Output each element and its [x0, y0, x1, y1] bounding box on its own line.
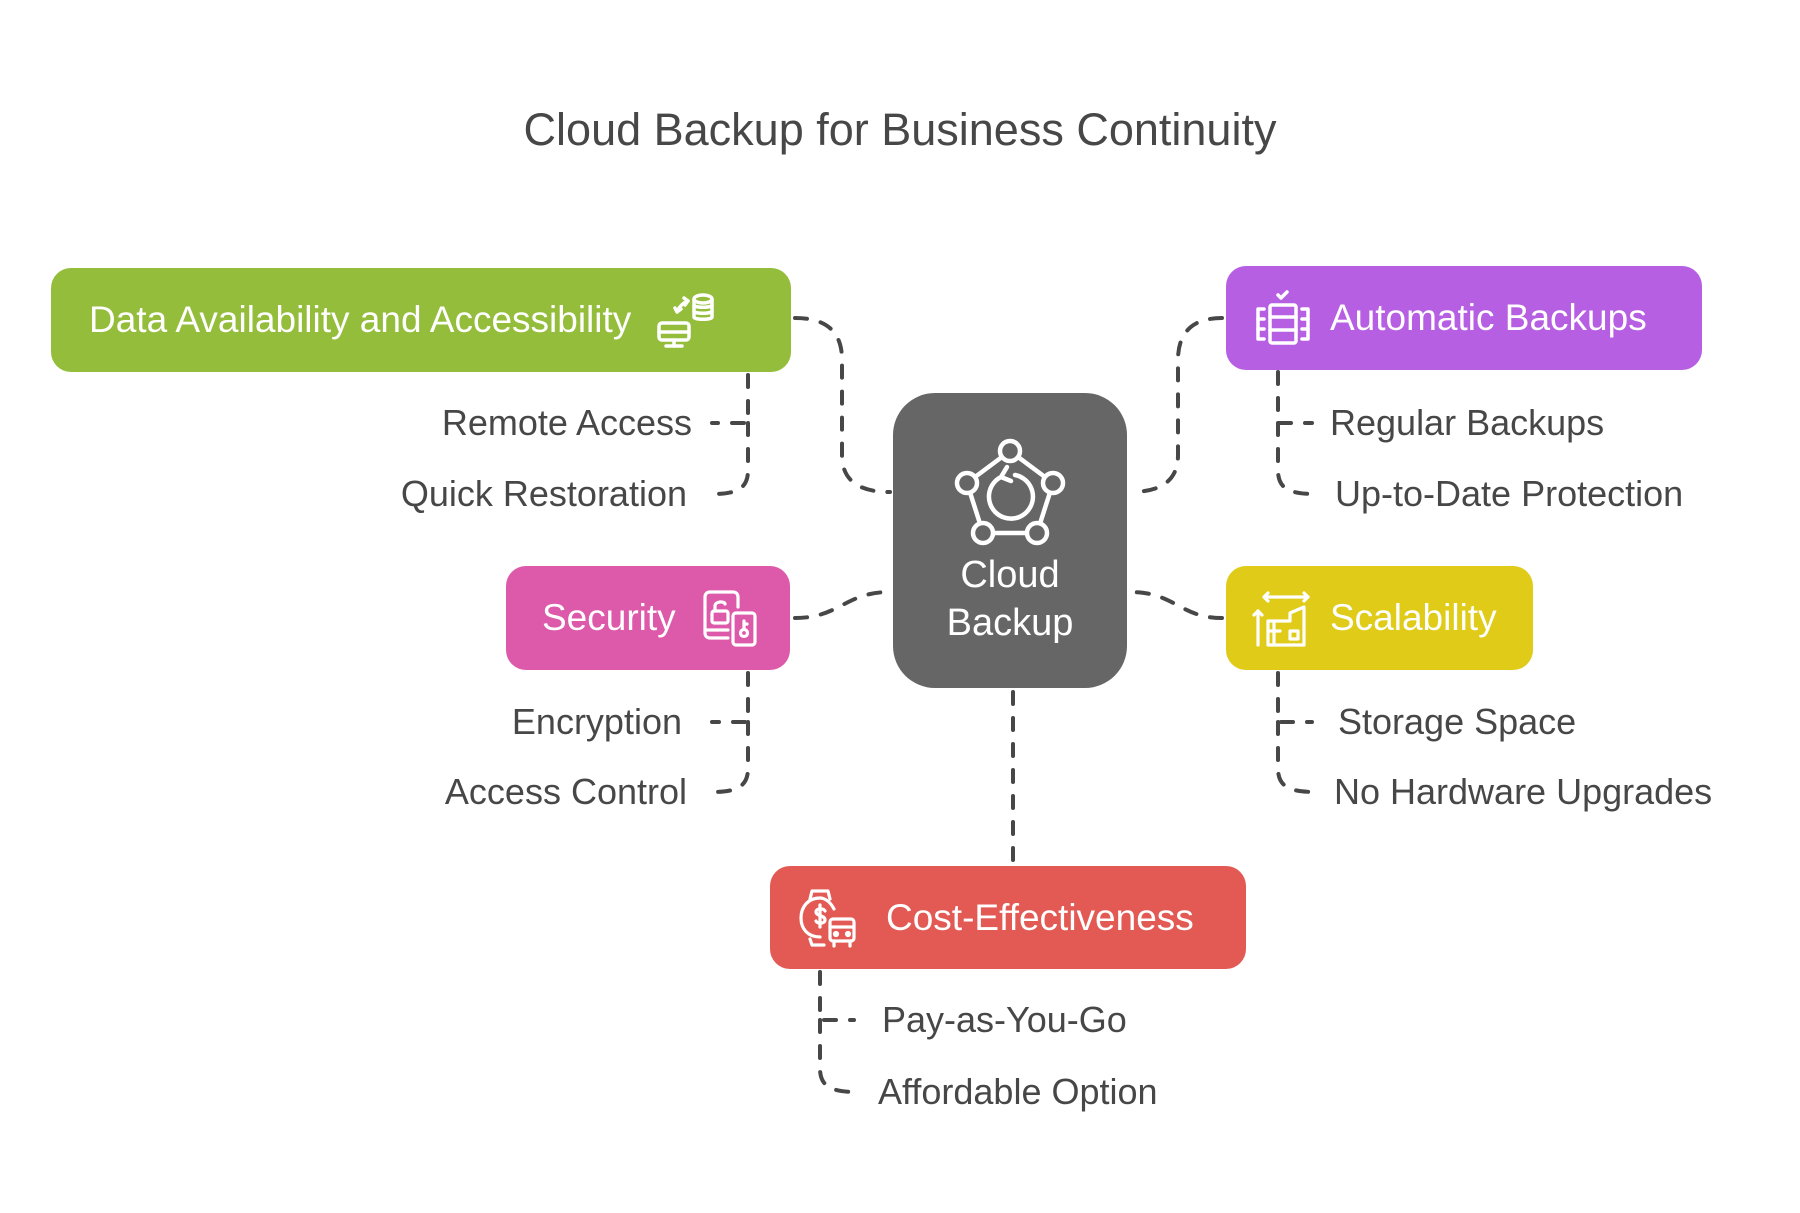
- server-check-icon: [1250, 285, 1316, 351]
- sub-item-quick-restoration: Quick Restoration: [400, 473, 687, 514]
- connector-storage-space: [1276, 671, 1314, 724]
- branch-label: Scalability: [1330, 597, 1497, 638]
- branch-automatic-backups[interactable]: Automatic Backups: [1226, 266, 1702, 370]
- sub-item-storage-space: Storage Space: [1338, 701, 1577, 742]
- lock-key-devices-icon: [698, 585, 764, 651]
- connector-no-hardware-upgrades: [1276, 720, 1318, 794]
- connector-scalability: [1128, 590, 1224, 620]
- sub-item-no-hardware-upgrades: No Hardware Upgrades: [1334, 771, 1713, 812]
- growing-building-icon: [1250, 585, 1316, 651]
- sub-item-regular-backups: Regular Backups: [1330, 402, 1605, 443]
- center-node-label: Cloud Backup: [893, 551, 1127, 647]
- pentagon-network-refresh-icon: [945, 433, 1075, 563]
- connector-pay-as-you-go: [818, 970, 856, 1022]
- money-watch-bus-icon: [794, 885, 860, 951]
- connector-security: [793, 590, 892, 620]
- branch-label: Security: [542, 597, 676, 638]
- branch-label: Data Availability and Accessibility: [89, 299, 632, 340]
- sub-item-encryption: Encryption: [511, 701, 682, 742]
- branch-cost-effectiveness[interactable]: Cost-Effectiveness: [770, 866, 1246, 969]
- sub-item-remote-access: Remote Access: [441, 402, 692, 443]
- sub-item-up-to-date-protection: Up-to-Date Protection: [1335, 473, 1684, 514]
- monitor-database-sync-icon: [653, 287, 719, 353]
- connector-affordable-option: [818, 1018, 860, 1094]
- sub-item-pay-as-you-go: Pay-as-You-Go: [882, 999, 1127, 1040]
- connector-encryption: [710, 671, 750, 724]
- connector-data-availability: [793, 316, 892, 494]
- center-label-line2: Backup: [946, 602, 1074, 644]
- branch-security[interactable]: Security: [506, 566, 790, 670]
- sub-item-affordable-option: Affordable Option: [878, 1071, 1158, 1112]
- branch-data-availability[interactable]: Data Availability and Accessibility: [51, 268, 791, 372]
- branch-scalability[interactable]: Scalability: [1226, 566, 1533, 670]
- connector-up-to-date-protection: [1276, 421, 1318, 496]
- connector-access-control: [710, 720, 750, 794]
- connector-regular-backups: [1276, 370, 1314, 425]
- branch-label: Automatic Backups: [1330, 297, 1647, 338]
- sub-item-access-control: Access Control: [444, 771, 687, 812]
- diagram-title: Cloud Backup for Business Continuity: [523, 104, 1277, 155]
- connector-automatic-backups: [1128, 316, 1224, 494]
- branch-label: Cost-Effectiveness: [886, 896, 1194, 938]
- center-node-cloud-backup[interactable]: Cloud Backup: [893, 393, 1127, 688]
- connector-quick-restoration: [710, 421, 750, 496]
- connector-remote-access: [710, 373, 750, 425]
- center-label-line1: Cloud: [960, 554, 1060, 596]
